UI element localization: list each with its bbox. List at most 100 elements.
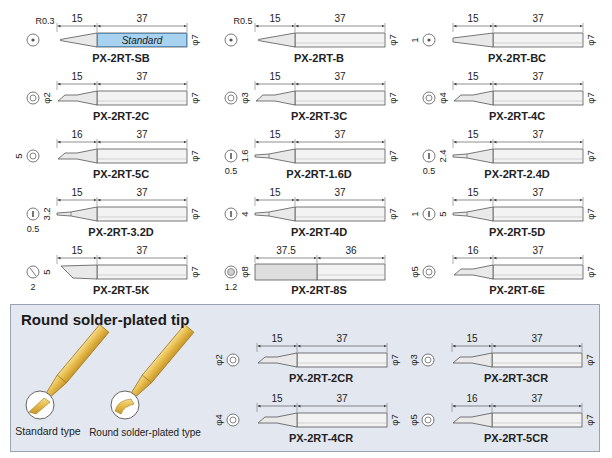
end-view [225, 150, 237, 162]
solder-tip-drawing [225, 81, 385, 105]
model-name: PX-2RT-3C [291, 110, 347, 122]
diameter-dimension: φ7 [190, 34, 200, 45]
length-dimension: 15 [271, 393, 282, 404]
dimension-line [494, 26, 583, 27]
extension-line [57, 139, 58, 148]
tip-size-dimension: φ4 [438, 92, 448, 103]
tip-size-dimension: 1 [410, 211, 420, 216]
shade-line [494, 159, 582, 160]
dimension-line [58, 84, 97, 85]
tip-end [60, 33, 97, 47]
extension-line [295, 139, 296, 148]
dimension-line [296, 84, 385, 85]
dimension-line [494, 84, 583, 85]
extension-line [385, 81, 386, 90]
length-dimension: 37 [532, 13, 543, 24]
end-view-detail [230, 211, 232, 217]
length-dimension: 37 [136, 71, 147, 82]
solder-tip-drawing [423, 255, 583, 279]
extension-line [255, 255, 256, 263]
tip-body [295, 207, 385, 221]
dimension-line [494, 258, 583, 259]
end-view [27, 150, 39, 162]
tip-size-dimension: φ3 [240, 92, 250, 103]
extension-line [453, 139, 454, 148]
tip-body [492, 353, 582, 367]
tip-end [453, 207, 493, 221]
dimension-line [453, 406, 492, 407]
solder-tip-drawing [27, 81, 187, 105]
end-view [423, 92, 435, 104]
extension-line [187, 23, 188, 32]
solder-tip-drawing [27, 197, 187, 221]
tip-end [453, 33, 493, 47]
tip-body [97, 91, 187, 105]
round-tip-end [115, 399, 134, 414]
end-view-detail [426, 95, 432, 101]
model-name: PX-2RT-5CR [484, 432, 548, 444]
extension-line [493, 197, 494, 206]
end-view-detail [425, 357, 431, 363]
dimension-line [98, 258, 187, 259]
standard-tip-illustration [44, 325, 108, 399]
end-view-detail [30, 95, 36, 101]
extension-line [57, 81, 58, 90]
extension-line [297, 343, 298, 352]
tip-size-dimension: 5 [14, 153, 24, 158]
shade-line [298, 423, 386, 424]
end-view [27, 266, 39, 278]
length-dimension: 15 [467, 129, 478, 140]
end-view-detail [425, 417, 431, 423]
tip-end [453, 149, 493, 163]
tip-size-dimension: φ2 [42, 92, 52, 103]
tip-thickness-dimension: 0.5 [27, 225, 40, 235]
length-dimension: 15 [467, 187, 478, 198]
tip-body [493, 207, 583, 221]
extension-line [187, 139, 188, 148]
dimension-line [454, 142, 493, 143]
length-dimension: 37 [532, 129, 543, 140]
radius-dimension: R0.5 [233, 17, 252, 27]
length-dimension: 37 [136, 245, 147, 256]
tip-thickness-dimension: 1.2 [225, 283, 238, 293]
length-dimension: 37 [334, 13, 345, 24]
shade-line [318, 275, 384, 276]
extension-line [453, 197, 454, 206]
tip-end [58, 91, 97, 105]
extension-line [493, 139, 494, 148]
length-dimension: 37.5 [276, 245, 295, 256]
tip-size-dimension: 5 [42, 269, 52, 274]
diameter-dimension: φ7 [190, 208, 200, 219]
solder-tip-drawing [225, 255, 385, 280]
standard-tip-end [29, 398, 50, 414]
diameter-dimension: φ7 [586, 150, 596, 161]
end-view [225, 34, 237, 46]
tip-body [295, 91, 385, 105]
extension-line [583, 197, 584, 206]
length-dimension: 15 [467, 71, 478, 82]
extension-line [317, 255, 318, 263]
end-view [423, 150, 435, 162]
extension-line [492, 403, 493, 412]
magnifier-circle [111, 391, 139, 419]
diameter-dimension: φ7 [190, 266, 200, 277]
extension-line [297, 403, 298, 412]
diameter-dimension: φ7 [390, 354, 400, 365]
solder-tip-drawing [423, 139, 583, 163]
end-view [227, 354, 239, 366]
extension-line [387, 343, 388, 352]
model-name: PX-2RT-2.4D [484, 168, 549, 180]
solder-tip-drawing [422, 343, 582, 367]
model-name: PX-2RT-4C [489, 110, 545, 122]
length-dimension: 15 [467, 13, 478, 24]
extension-line [257, 403, 258, 412]
model-name: PX-2RT-B [294, 52, 344, 64]
chisel-edge [269, 212, 270, 216]
model-name: PX-2RT-6E [489, 284, 545, 296]
extension-line [385, 23, 386, 32]
end-view [227, 414, 239, 426]
chisel-edge [269, 154, 270, 158]
length-dimension: 37 [334, 71, 345, 82]
tip-end [453, 353, 492, 367]
